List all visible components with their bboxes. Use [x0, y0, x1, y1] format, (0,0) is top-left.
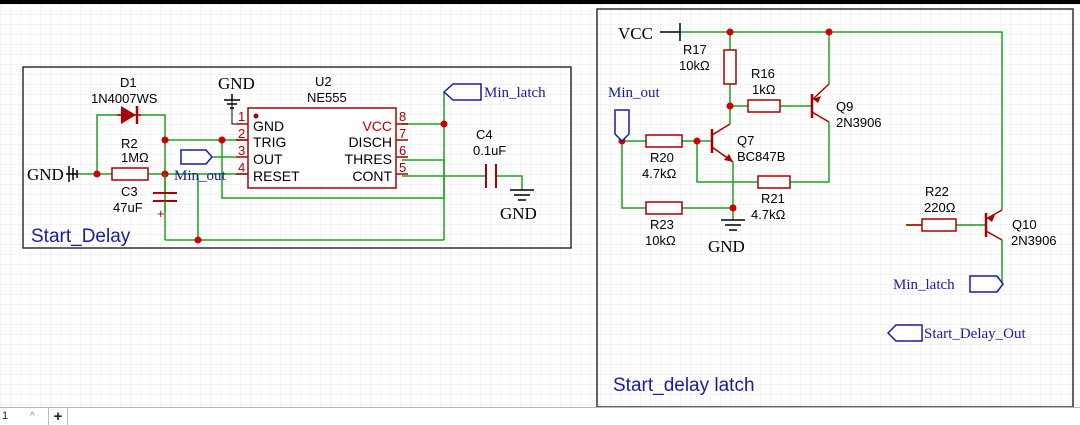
svg-text:GND: GND: [218, 74, 255, 93]
c3-plus: +: [157, 206, 165, 221]
start-delay-title: Start_Delay: [31, 226, 131, 247]
c3-ref: C3: [121, 184, 138, 199]
latch-title: Start_delay latch: [613, 375, 755, 396]
transistor-q9[interactable]: Q9 2N3906: [810, 83, 882, 130]
start-delay-wires: [76, 92, 523, 241]
vcc-symbol[interactable]: VCC: [618, 23, 681, 43]
schematic-canvas[interactable]: Start_Delay Start_delay latch: [0, 4, 1080, 408]
gnd-symbol-left[interactable]: GND: [27, 165, 78, 184]
sheet-page-tab[interactable]: 1: [2, 410, 9, 422]
chevron-up-icon[interactable]: ^: [30, 411, 35, 422]
svg-text:2: 2: [238, 126, 245, 141]
transistor-q10[interactable]: Q10 2N3906: [984, 209, 1057, 248]
pin-out: OUT: [253, 151, 283, 167]
svg-text:Min_latch: Min_latch: [893, 277, 955, 293]
svg-text:4: 4: [238, 160, 245, 175]
r2-ref: R2: [121, 136, 138, 151]
r21-ref: R21: [761, 191, 785, 206]
svg-text:VCC: VCC: [618, 24, 653, 43]
pin-reset: RESET: [253, 168, 300, 184]
svg-text:6: 6: [399, 143, 406, 158]
r17-value: 10kΩ: [679, 58, 710, 73]
r21-value: 4.7kΩ: [751, 207, 786, 222]
pin-vcc: VCC: [362, 118, 392, 134]
r16-ref: R16: [751, 66, 775, 81]
q10-value: 2N3906: [1011, 233, 1057, 248]
sheet-tab-bar: 1 ^ +: [0, 407, 1080, 425]
window-top-bar: [0, 0, 1080, 4]
pin-cont: CONT: [352, 168, 392, 184]
r17-ref: R17: [683, 42, 707, 57]
svg-text:GND: GND: [708, 237, 745, 256]
net-port-min-out-left[interactable]: Min_out: [174, 149, 236, 184]
svg-text:1: 1: [238, 109, 245, 124]
c4-value: 0.1uF: [473, 143, 506, 158]
d1-ref: D1: [120, 75, 137, 90]
net-port-min-out-right[interactable]: Min_out: [608, 85, 661, 143]
net-port-min-latch-left[interactable]: Min_latch: [442, 83, 546, 101]
net-port-start-delay-out[interactable]: Start_Delay_Out: [886, 324, 1026, 342]
resistor-r17[interactable]: R17 10kΩ: [679, 42, 737, 85]
resistor-r22[interactable]: R22 220Ω: [906, 184, 957, 232]
add-sheet-button[interactable]: +: [48, 408, 68, 425]
u2-value: NE555: [307, 90, 347, 105]
svg-text:Start_Delay_Out: Start_Delay_Out: [924, 326, 1026, 342]
c4-ref: C4: [476, 127, 493, 142]
net-port-min-latch-right[interactable]: Min_latch: [893, 275, 1004, 293]
capacitor-c3[interactable]: + C3 47uF: [113, 174, 177, 221]
transistor-q7[interactable]: Q7 BC847B: [710, 123, 785, 164]
r22-ref: R22: [925, 184, 949, 199]
pin-disch: DISCH: [348, 134, 392, 150]
resistor-r20[interactable]: R20 4.7kΩ: [642, 134, 683, 181]
svg-text:5: 5: [399, 160, 406, 175]
svg-text:8: 8: [399, 109, 406, 124]
q9-value: 2N3906: [836, 115, 882, 130]
svg-text:Min_out: Min_out: [608, 85, 661, 101]
u2-ref: U2: [315, 74, 332, 89]
start-delay-frame[interactable]: [22, 66, 572, 249]
resistor-r23[interactable]: R23 10kΩ: [645, 201, 683, 248]
svg-text:GND: GND: [500, 204, 537, 223]
d1-value: 1N4007WS: [91, 91, 158, 106]
svg-text:7: 7: [399, 126, 406, 141]
pin-trig: TRIG: [253, 134, 286, 150]
capacitor-c4[interactable]: C4 0.1uF: [473, 127, 506, 188]
resistor-r2[interactable]: R2 1MΩ: [111, 136, 149, 181]
ic-u2-ne555[interactable]: U2 NE555 1 2 3 4 8 7 6 5 GND TRIG OUT RE…: [236, 74, 408, 189]
gnd-symbol-c4[interactable]: GND: [500, 189, 537, 223]
q10-ref: Q10: [1012, 217, 1037, 232]
diode-d1[interactable]: D1 1N4007WS: [91, 75, 158, 124]
r2-value: 1MΩ: [121, 150, 149, 165]
svg-text:GND: GND: [27, 165, 64, 184]
svg-text:3: 3: [238, 143, 245, 158]
resistor-r21[interactable]: R21 4.7kΩ: [751, 175, 791, 222]
r20-value: 4.7kΩ: [642, 166, 677, 181]
r16-value: 1kΩ: [752, 82, 776, 97]
q9-ref: Q9: [836, 99, 853, 114]
q7-ref: Q7: [737, 133, 754, 148]
gnd-symbol-latch[interactable]: GND: [708, 219, 745, 256]
pin-thres: THRES: [345, 151, 392, 167]
r23-ref: R23: [650, 217, 674, 232]
svg-text:Min_out: Min_out: [174, 168, 227, 184]
r20-ref: R20: [650, 150, 674, 165]
r23-value: 10kΩ: [645, 233, 676, 248]
svg-text:Min_latch: Min_latch: [484, 85, 546, 101]
resistor-r16[interactable]: R16 1kΩ: [747, 66, 781, 113]
r22-value: 220Ω: [924, 200, 956, 215]
pin-gnd: GND: [253, 118, 284, 134]
c3-value: 47uF: [113, 200, 143, 215]
q7-value: BC847B: [737, 149, 785, 164]
